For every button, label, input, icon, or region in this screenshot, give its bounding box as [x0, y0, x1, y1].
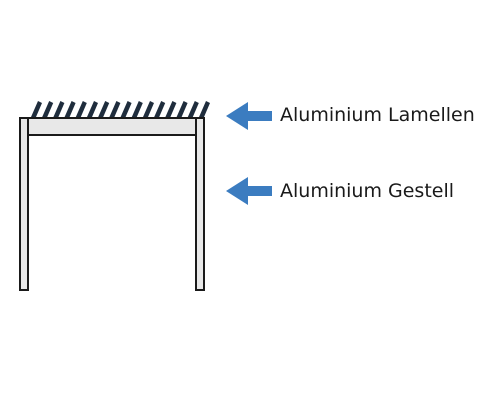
louver-blade [98, 101, 110, 119]
louver-blade [176, 101, 188, 119]
louver-blade [109, 101, 121, 119]
right-post [195, 117, 205, 291]
louver-blade [64, 101, 76, 119]
louver-blade [42, 101, 54, 119]
label-aluminium-gestell: Aluminium Gestell [280, 180, 455, 202]
louver-blade [187, 101, 199, 119]
louver-blade [154, 101, 166, 119]
label-aluminium-lamellen: Aluminium Lamellen [280, 104, 475, 126]
louver-blade [120, 101, 132, 119]
louver-blade [143, 101, 154, 119]
louver-blade [199, 101, 210, 119]
louver-blade [53, 101, 65, 119]
louver-blade [87, 101, 98, 119]
top-beam [19, 117, 205, 136]
arrow-lamellen-icon [226, 102, 272, 130]
arrow-gestell-icon [226, 177, 272, 205]
left-post [19, 117, 29, 291]
louver-blade [131, 101, 143, 119]
aluminium-louvers [31, 101, 210, 119]
louver-blade [75, 101, 87, 119]
louver-blade [31, 101, 42, 119]
louver-blade [165, 101, 177, 119]
